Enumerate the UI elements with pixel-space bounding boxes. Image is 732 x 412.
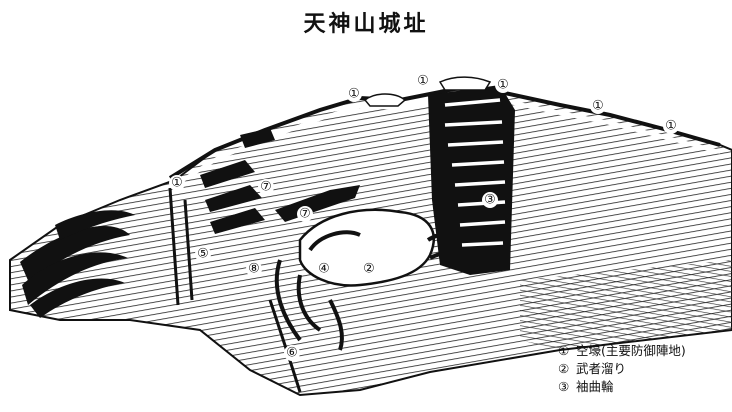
marker-3: ③ bbox=[482, 192, 498, 208]
svg-text:①: ① bbox=[497, 78, 509, 93]
svg-text:⑥: ⑥ bbox=[286, 346, 298, 361]
svg-text:①: ① bbox=[665, 119, 677, 134]
central-tower bbox=[428, 85, 515, 275]
svg-text:①: ① bbox=[417, 74, 429, 89]
marker-5: ⑤ bbox=[195, 246, 211, 262]
svg-text:③: ③ bbox=[484, 193, 496, 208]
marker-7a: ⑦ bbox=[258, 179, 274, 195]
marker-1e: ① bbox=[663, 118, 679, 134]
svg-text:①: ① bbox=[592, 99, 604, 114]
svg-text:⑧: ⑧ bbox=[248, 262, 260, 277]
svg-text:⑦: ⑦ bbox=[299, 207, 311, 222]
marker-7b: ⑦ bbox=[297, 206, 313, 222]
marker-1c: ① bbox=[495, 77, 511, 93]
marker-6: ⑥ bbox=[284, 345, 300, 361]
svg-text:②: ② bbox=[363, 262, 375, 277]
marker-1a: ① bbox=[346, 86, 362, 102]
marker-4: ④ bbox=[316, 261, 332, 277]
marker-1b: ① bbox=[415, 73, 431, 89]
marker-1f: ① bbox=[169, 175, 185, 191]
marker-1d: ① bbox=[590, 98, 606, 114]
svg-text:⑦: ⑦ bbox=[260, 180, 272, 195]
svg-text:①: ① bbox=[171, 176, 183, 191]
svg-text:①: ① bbox=[348, 87, 360, 102]
svg-text:⑤: ⑤ bbox=[197, 247, 209, 262]
svg-text:④: ④ bbox=[318, 262, 330, 277]
marker-8: ⑧ bbox=[246, 261, 262, 277]
marker-2: ② bbox=[361, 261, 377, 277]
